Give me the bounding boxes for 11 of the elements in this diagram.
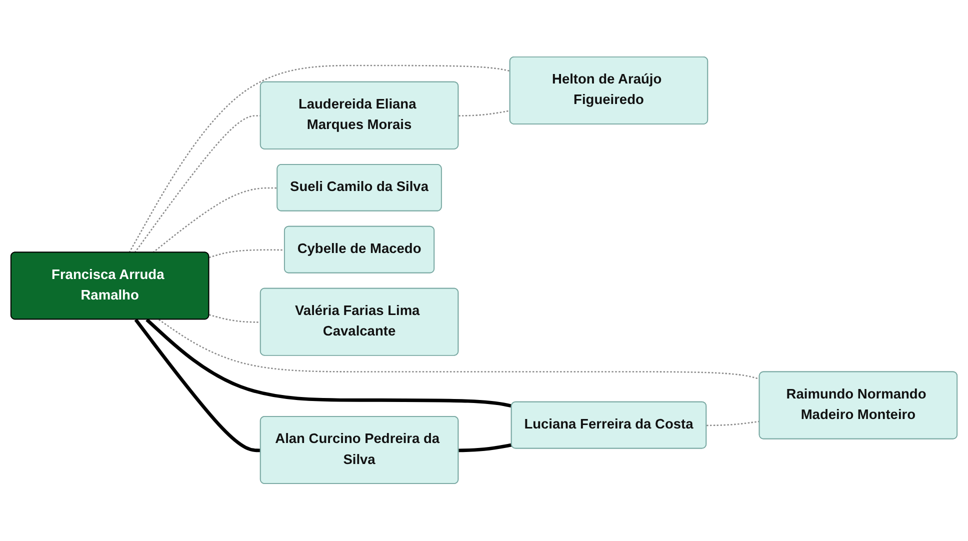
connector — [209, 314, 261, 324]
connector — [706, 421, 760, 426]
connector — [458, 444, 512, 452]
connector — [208, 250, 285, 258]
connector — [458, 110, 510, 117]
connector — [128, 65, 510, 254]
connector — [134, 115, 261, 254]
connector — [146, 318, 512, 408]
connector — [134, 318, 261, 452]
connector — [158, 319, 760, 380]
connector — [152, 188, 278, 254]
